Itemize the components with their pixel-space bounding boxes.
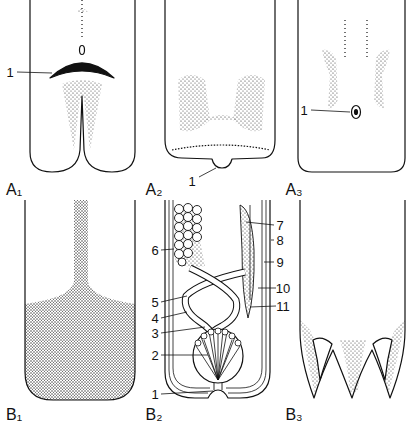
figure-a3 <box>298 0 405 172</box>
callout-number: 4 <box>151 312 158 325</box>
callout-number: 1 <box>188 175 195 188</box>
callout-number: 5 <box>151 296 158 309</box>
callout-number: 9 <box>276 256 283 269</box>
panel-label: B₂ <box>146 407 163 423</box>
panel-label: B₃ <box>285 407 302 423</box>
callout-number: 1 <box>6 66 13 79</box>
panel-label: A₂ <box>146 182 163 198</box>
callout-number: 10 <box>276 282 290 295</box>
panel-label: A₃ <box>285 182 302 198</box>
leader-lines <box>17 72 350 394</box>
callout-number: 6 <box>151 244 158 257</box>
callout-number: 7 <box>276 219 283 232</box>
figure-b1 <box>25 200 135 400</box>
callout-number: 1 <box>151 388 158 401</box>
figure-a2 <box>165 0 275 168</box>
panel-label: B₁ <box>6 407 22 423</box>
callout-number: 11 <box>276 300 290 313</box>
panel-label: A₁ <box>6 182 22 198</box>
callout-number: 1 <box>300 104 307 117</box>
figure-a1 <box>30 0 135 172</box>
figure-b3 <box>300 200 405 398</box>
figure-b2 <box>165 200 270 398</box>
callout-number: 3 <box>151 327 158 340</box>
callout-number: 8 <box>276 234 283 247</box>
callout-number: 2 <box>151 349 158 362</box>
